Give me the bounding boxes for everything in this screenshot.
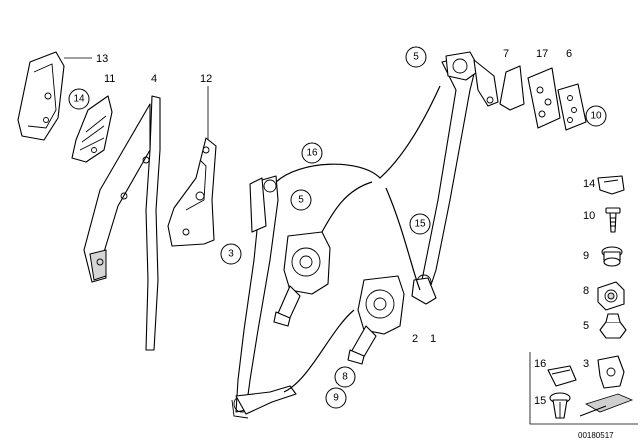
legend-item-15: 15 xyxy=(534,392,571,419)
part-number-6: 6 xyxy=(566,48,572,60)
svg-text:10: 10 xyxy=(583,210,595,222)
catalog-number: 00180517 xyxy=(578,431,614,440)
legend-item-8: 8 xyxy=(583,281,625,311)
callout-14: 14 xyxy=(68,88,90,110)
cable-16-lower xyxy=(321,181,373,233)
plate-part-7 xyxy=(499,65,525,111)
screw-icon xyxy=(605,207,621,233)
regulator-right xyxy=(411,51,499,305)
callout-10: 10 xyxy=(585,105,607,127)
svg-text:14: 14 xyxy=(583,178,595,190)
expanding-rivet-icon xyxy=(549,392,571,419)
svg-text:5: 5 xyxy=(413,52,419,63)
legend-frame-bottom xyxy=(529,352,638,425)
part-number-7: 7 xyxy=(503,48,509,60)
callout-9: 9 xyxy=(325,387,347,409)
part-number-1: 1 xyxy=(430,333,436,345)
cable-clip-icon xyxy=(547,365,577,387)
svg-text:15: 15 xyxy=(414,219,426,230)
part-number-11: 11 xyxy=(104,73,115,85)
svg-text:8: 8 xyxy=(342,372,348,383)
callout-5-mid: 5 xyxy=(290,189,312,211)
plate-part-17 xyxy=(527,67,561,129)
plate-part-6 xyxy=(557,83,587,131)
part-number-2: 2 xyxy=(412,333,418,345)
arrow-symbol xyxy=(579,393,634,417)
svg-text:16: 16 xyxy=(306,148,318,159)
callout-16: 16 xyxy=(301,142,323,164)
bolt-icon xyxy=(601,246,623,267)
legend-item-10: 10 xyxy=(583,207,621,233)
svg-text:10: 10 xyxy=(590,111,602,122)
svg-text:5: 5 xyxy=(583,320,589,332)
svg-text:3: 3 xyxy=(583,358,589,370)
nut-icon xyxy=(599,313,627,339)
svg-text:14: 14 xyxy=(73,94,85,105)
regulator-left xyxy=(231,175,297,419)
legend-item-3: 3 xyxy=(583,355,625,389)
callout-3: 3 xyxy=(220,243,242,265)
part-number-17: 17 xyxy=(536,48,548,60)
inner-cover-part-11 xyxy=(71,95,113,163)
svg-text:15: 15 xyxy=(534,395,546,407)
seal-plate-part-12 xyxy=(167,137,217,247)
cable-16 xyxy=(275,85,441,183)
legend-item-9: 9 xyxy=(583,246,623,267)
motor-right xyxy=(347,275,405,365)
svg-text:3: 3 xyxy=(228,249,234,260)
cable-lower xyxy=(283,309,355,393)
window-guide-part-4 xyxy=(83,95,161,351)
part-number-4: 4 xyxy=(151,73,157,85)
part-number-13: 13 xyxy=(96,53,108,65)
svg-text:8: 8 xyxy=(583,285,589,297)
motor-left xyxy=(273,231,331,327)
callout-8: 8 xyxy=(334,366,356,388)
svg-text:9: 9 xyxy=(333,393,339,404)
mirror-cover-part-13 xyxy=(17,51,65,141)
svg-text:16: 16 xyxy=(534,358,546,370)
part-number-12: 12 xyxy=(200,73,212,85)
cable-15 xyxy=(385,187,421,291)
svg-text:9: 9 xyxy=(583,250,589,262)
legend-item-14: 14 xyxy=(583,175,625,195)
bracket-nut-icon xyxy=(597,355,625,389)
svg-text:5: 5 xyxy=(298,195,304,206)
callout-5-top: 5 xyxy=(405,46,427,68)
grommet-icon xyxy=(597,281,625,311)
legend-item-16: 16 xyxy=(534,358,577,387)
legend-item-5: 5 xyxy=(583,313,627,339)
callout-15: 15 xyxy=(409,213,431,235)
clip-icon xyxy=(597,175,625,195)
